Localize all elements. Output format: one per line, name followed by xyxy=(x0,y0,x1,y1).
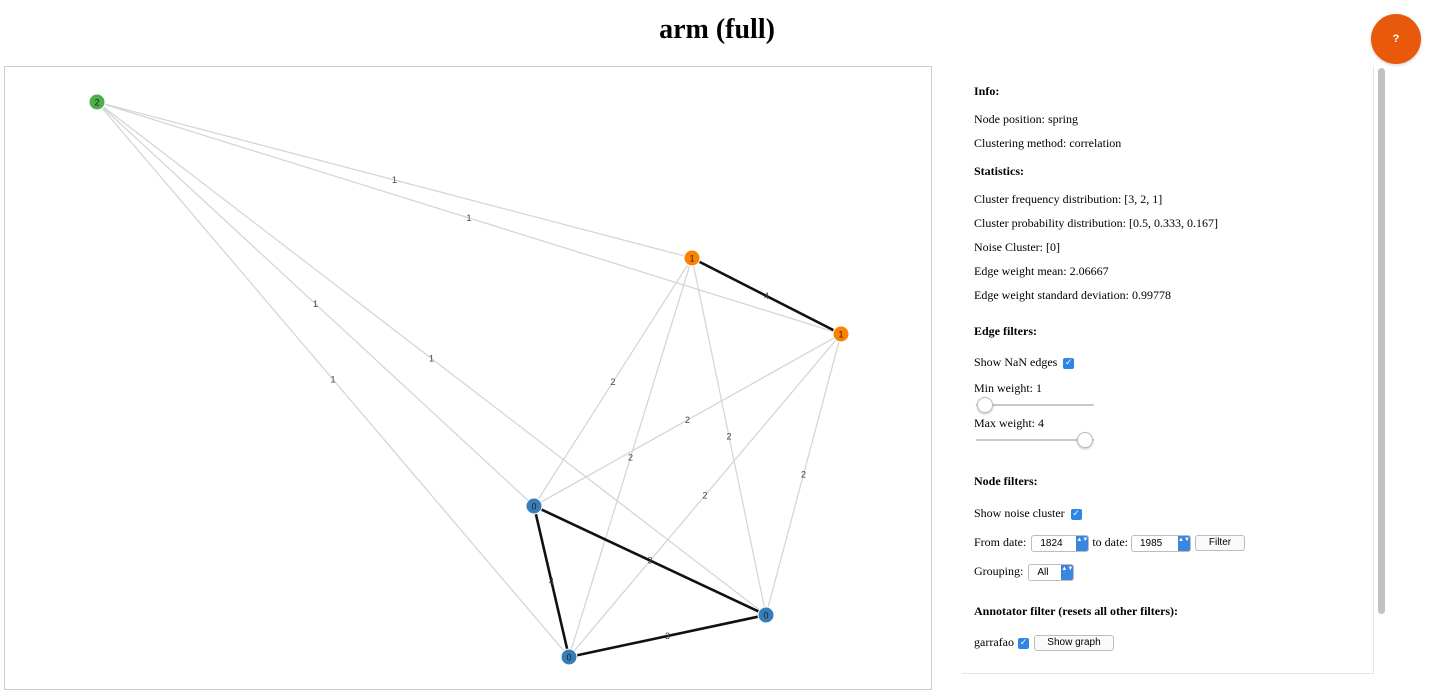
edge-weight-label: 1 xyxy=(392,175,397,185)
graph-edge xyxy=(568,613,767,659)
clustering-method-text: Clustering method: correlation xyxy=(974,136,1122,150)
graph-edge xyxy=(533,257,693,507)
node-filters-header: Node filters: xyxy=(974,474,1038,488)
node-cluster-label: 0 xyxy=(566,653,571,663)
select-arrows-icon: ▲▼ xyxy=(1061,564,1074,580)
graph-edge xyxy=(691,256,842,336)
from-date-value: 1824 xyxy=(1040,537,1063,549)
grouping-select[interactable]: All ▲▼ xyxy=(1028,563,1075,581)
max-weight-thumb[interactable] xyxy=(1076,432,1093,448)
edge-weight-label: 2 xyxy=(702,491,707,501)
min-weight-track xyxy=(976,404,1094,406)
node-cluster-label: 1 xyxy=(689,254,694,264)
page-title: arm (full) xyxy=(659,14,775,45)
graph-edge xyxy=(96,101,842,335)
show-nan-edges-label: Show NaN edges xyxy=(974,355,1058,369)
graph-edge xyxy=(533,333,842,507)
cluster-frequency-text: Cluster frequency distribution: [3, 2, 1… xyxy=(974,192,1163,206)
statistics-header: Statistics: xyxy=(974,164,1024,178)
min-weight-thumb[interactable] xyxy=(977,397,994,413)
help-button[interactable]: ? xyxy=(1371,14,1421,64)
graph-edge xyxy=(765,333,842,616)
graph-edge xyxy=(96,101,693,259)
node-position-text: Node position: spring xyxy=(974,112,1078,126)
show-noise-row: Show noise cluster ✓ xyxy=(974,505,1082,521)
grouping-value: All xyxy=(1037,566,1049,578)
show-nan-edges-checkbox[interactable]: ✓ xyxy=(1063,357,1075,369)
edge-weight-std-text: Edge weight standard deviation: 0.99778 xyxy=(974,288,1171,302)
graph-canvas[interactable]: 1 1 1 1 1 4 2 2 2 2 2 2 3 4 3 2 1 1 0 0 0 xyxy=(4,66,932,690)
graph-node[interactable] xyxy=(88,93,106,111)
min-weight-slider[interactable] xyxy=(976,397,1094,413)
graph-edge xyxy=(568,257,693,658)
graph-edge xyxy=(96,101,535,507)
edge-weight-label: 1 xyxy=(466,213,471,223)
show-noise-label: Show noise cluster xyxy=(974,506,1065,520)
show-graph-button[interactable]: Show graph xyxy=(1033,635,1114,652)
graph-node[interactable] xyxy=(832,325,850,343)
to-date-value: 1985 xyxy=(1139,537,1163,549)
cluster-probability-text: Cluster probability distribution: [0.5, … xyxy=(974,216,1218,230)
graph-edge xyxy=(96,101,767,616)
show-noise-checkbox[interactable]: ✓ xyxy=(1070,508,1082,520)
panel-scrollbar[interactable] xyxy=(1377,66,1386,674)
graph-edge xyxy=(691,257,767,616)
annotator-name: garrafao xyxy=(974,635,1014,649)
graph-edge xyxy=(96,101,570,658)
select-arrows-icon: ▲▼ xyxy=(1177,535,1190,551)
grouping-row: Grouping: All ▲▼ xyxy=(974,563,1075,581)
graph-node[interactable] xyxy=(757,606,775,624)
max-weight-label: Max weight: 4 xyxy=(974,416,1044,430)
from-date-label: From date: xyxy=(974,535,1027,549)
noise-cluster-text: Noise Cluster: [0] xyxy=(974,240,1060,254)
edge-weight-label: 1 xyxy=(313,299,318,309)
to-date-select[interactable]: 1985 ▲▼ xyxy=(1130,534,1191,552)
edge-weight-label: 4 xyxy=(764,291,769,301)
edge-weight-label: 2 xyxy=(726,432,731,442)
edge-weight-mean-text: Edge weight mean: 2.06667 xyxy=(974,264,1109,278)
graph-node[interactable] xyxy=(560,648,578,666)
info-panel: Info: Node position: spring Clustering m… xyxy=(962,66,1374,674)
node-cluster-label: 1 xyxy=(838,330,843,340)
edge-weight-label: 3 xyxy=(647,556,652,566)
node-cluster-label: 2 xyxy=(94,98,99,108)
filter-button[interactable]: Filter xyxy=(1194,535,1245,552)
edge-weight-label: 2 xyxy=(685,415,690,425)
graph-edge xyxy=(533,504,767,617)
show-nan-edges-row: Show NaN edges ✓ xyxy=(974,354,1075,370)
panel-scrollbar-thumb[interactable] xyxy=(1378,68,1385,614)
annotator-checkbox[interactable]: ✓ xyxy=(1017,637,1029,649)
graph-node[interactable] xyxy=(525,497,543,515)
to-date-label: to date: xyxy=(1092,535,1128,549)
edge-weight-label: 2 xyxy=(628,453,633,463)
date-filter-row: From date: 1824 ▲▼ to date: 1985 ▲▼ Filter xyxy=(974,534,1245,552)
edge-weight-label: 3 xyxy=(665,631,670,641)
min-weight-label: Min weight: 1 xyxy=(974,381,1042,395)
annotator-filter-header: Annotator filter (resets all other filte… xyxy=(974,604,1179,618)
max-weight-slider[interactable] xyxy=(976,432,1094,448)
graph-edge xyxy=(568,333,842,658)
info-header: Info: xyxy=(974,84,1000,98)
node-cluster-label: 0 xyxy=(763,611,768,621)
from-date-select[interactable]: 1824 ▲▼ xyxy=(1031,534,1090,552)
graph-edge xyxy=(532,505,571,658)
edge-weight-label: 2 xyxy=(610,377,615,387)
edge-filters-header: Edge filters: xyxy=(974,324,1037,338)
edge-weight-label: 1 xyxy=(330,375,335,385)
select-arrows-icon: ▲▼ xyxy=(1076,535,1089,551)
max-weight-track xyxy=(976,439,1094,441)
edge-weight-label: 2 xyxy=(801,470,806,480)
grouping-label: Grouping: xyxy=(974,564,1024,578)
graph-svg: 1 1 1 1 1 4 2 2 2 2 2 2 3 4 3 2 1 1 0 0 0 xyxy=(88,93,850,666)
annotator-row: garrafao✓ Show graph xyxy=(974,634,1114,652)
node-cluster-label: 0 xyxy=(531,502,536,512)
graph-node[interactable] xyxy=(683,249,701,267)
edge-weight-label: 1 xyxy=(429,354,434,364)
edge-weight-label: 4 xyxy=(549,577,554,587)
